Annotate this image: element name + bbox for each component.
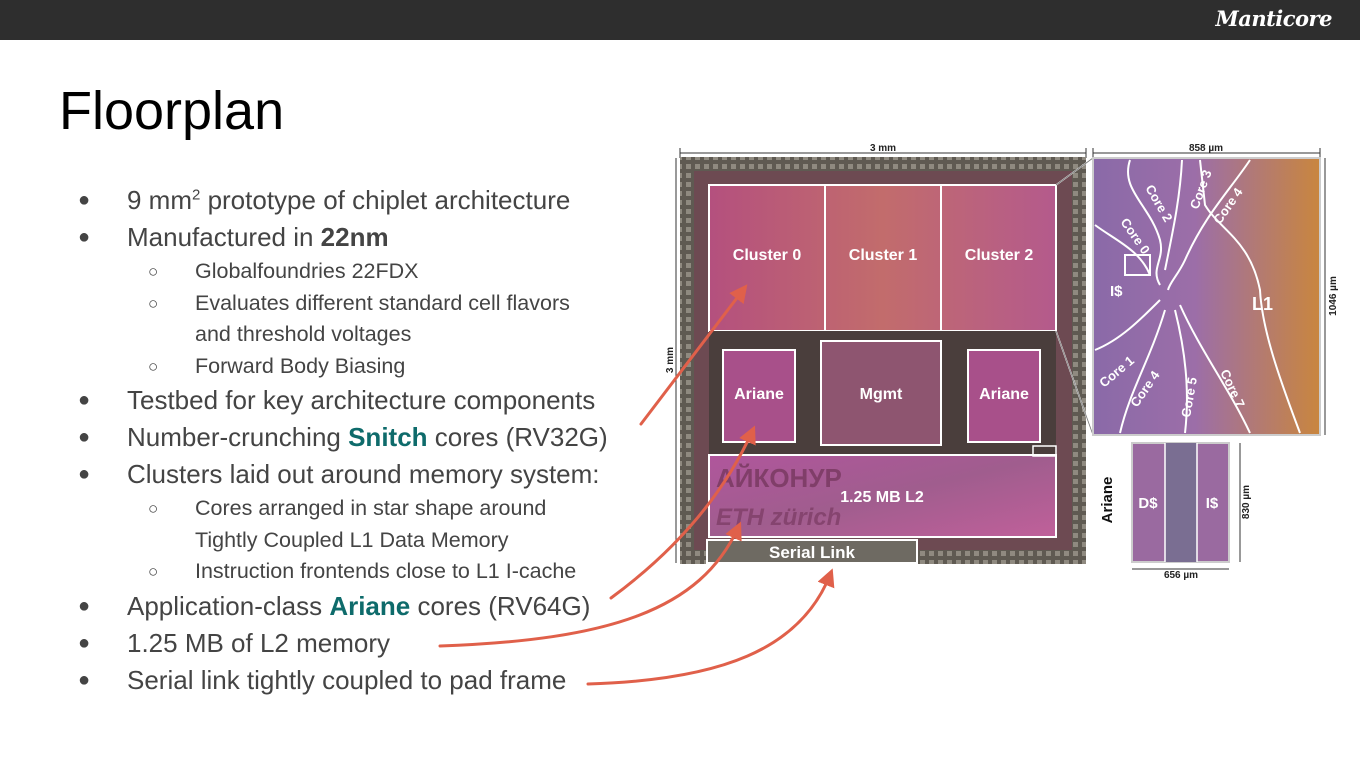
annotation-arrows	[438, 284, 835, 686]
ariane-left-label: Ariane	[734, 386, 784, 403]
core-5-label: Core 5	[1178, 376, 1200, 418]
die-photo: Cluster 0 Cluster 1 Cluster 2 Ariane Mgm…	[680, 157, 1086, 564]
bullet-text: 9 mm	[127, 185, 192, 215]
superscript: 2	[192, 186, 201, 204]
ariane-icache-label: I$	[1206, 495, 1219, 512]
sub-item: ○Forward Body Biasing	[127, 351, 638, 383]
highlight-snitch: Snitch	[348, 422, 428, 452]
bullet-item: ●Number-crunching Snitch cores (RV32G)	[78, 419, 638, 456]
bullet-text: prototype of chiplet architecture	[200, 185, 571, 215]
mgmt-block	[820, 340, 942, 446]
cluster-zoom: 858 µm 1046 µm Core 0 Core 2 Core 3 Core…	[1092, 143, 1339, 436]
ariane-height-label: 830 µm	[1241, 485, 1252, 519]
die-width-label: 3 mm	[870, 143, 896, 154]
die-height-dimension: 3 mm	[665, 158, 677, 563]
bullet-item: ●Application-class Ariane cores (RV64G)	[78, 588, 638, 625]
l2-label: 1.25 MB L2	[840, 489, 924, 506]
cluster-1-label: Cluster 1	[849, 247, 918, 264]
sub-item: ○Evaluates different standard cell flavo…	[127, 288, 638, 351]
ariane-zoom: Ariane D$ I$ 656 µm 830 µm	[1099, 442, 1252, 581]
bullet-item: ●1.25 MB of L2 memory	[78, 625, 638, 662]
mgmt-label: Mgmt	[860, 386, 903, 403]
die-artwork-text: АЙКОНУР	[716, 463, 842, 493]
bullet-item: ●Testbed for key architecture components	[78, 382, 638, 419]
sub-bullet-icon: ○	[148, 356, 159, 376]
brand-logo: Manticore	[1215, 6, 1332, 31]
bullet-icon: ●	[78, 668, 91, 691]
highlight-ariane: Ariane	[329, 590, 411, 621]
l1-label: L1	[1252, 294, 1273, 314]
bullet-item: ●Serial link tightly coupled to pad fram…	[78, 662, 638, 699]
cluster-0-label: Cluster 0	[733, 247, 802, 264]
die-height-label: 3 mm	[665, 347, 676, 373]
bullet-text: Manufactured in	[127, 222, 321, 252]
arrow-l2-to-memory	[438, 521, 742, 648]
serial-link-label: Serial Link	[769, 543, 856, 562]
ariane-dcache-label: D$	[1138, 495, 1158, 512]
bullet-icon: ●	[78, 594, 91, 617]
cluster-width-label: 858 µm	[1189, 143, 1223, 154]
cluster-height-label: 1046 µm	[1328, 276, 1339, 316]
ariane-width-label: 656 µm	[1164, 570, 1198, 581]
arrow-ariane-to-core	[609, 425, 756, 600]
die-artwork-logo: ETH zürich	[716, 504, 841, 531]
ariane-right-block	[967, 349, 1041, 443]
sub-item: ○Globalfoundries 22FDX	[127, 256, 638, 288]
cluster-2-label: Cluster 2	[965, 247, 1034, 264]
sub-bullet-icon: ○	[148, 562, 159, 581]
bullet-icon: ●	[78, 189, 91, 211]
arrow-snitch-to-cluster	[639, 284, 748, 426]
sub-bullet-icon: ○	[148, 262, 159, 281]
sub-list: ○Globalfoundries 22FDX ○Evaluates differ…	[127, 256, 638, 382]
bullet-icon: ●	[78, 631, 91, 654]
bullet-icon: ●	[78, 426, 91, 448]
cluster-row	[708, 184, 1057, 332]
die-width-dimension: 3 mm	[679, 143, 1087, 158]
top-bar: Manticore	[0, 0, 1360, 40]
bullet-item: ● Manufactured in 22nm ○Globalfoundries 2…	[78, 219, 638, 382]
ariane-zoom-title: Ariane	[1099, 477, 1116, 524]
arrow-serial-to-link	[586, 568, 835, 686]
bullet-icon: ●	[78, 463, 91, 485]
sub-bullet-icon: ○	[148, 293, 159, 313]
ariane-left-block	[722, 349, 796, 443]
ariane-right-label: Ariane	[979, 386, 1029, 403]
slide-title: Floorplan	[59, 81, 285, 141]
l2-block	[708, 454, 1057, 538]
bullet-item: ● 9 mm2 prototype of chiplet architecture	[78, 182, 638, 219]
bullet-item: ●Clusters laid out around memory system:…	[78, 456, 638, 588]
sub-item: ○Instruction frontends close to L1 I-cac…	[127, 556, 638, 588]
bullet-list: ● 9 mm2 prototype of chiplet architecture…	[78, 182, 638, 699]
bullet-icon: ●	[78, 226, 91, 248]
sub-bullet-icon: ○	[148, 499, 159, 518]
serial-link-block	[706, 539, 918, 564]
bullet-bold: 22nm	[320, 222, 389, 252]
bullet-icon: ●	[78, 389, 91, 411]
icache-label: I$	[1110, 283, 1123, 300]
